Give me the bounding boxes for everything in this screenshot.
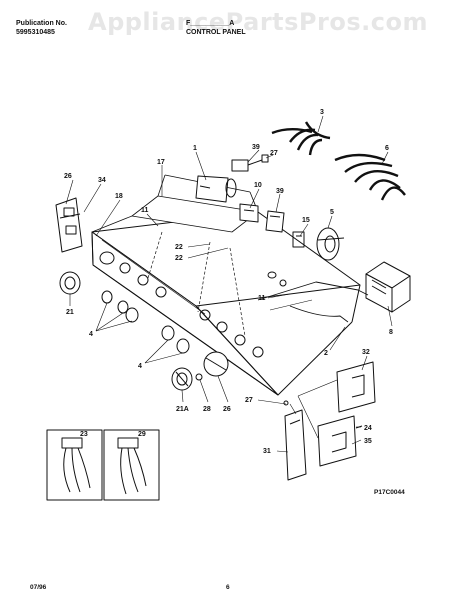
- bracket-31: [284, 409, 307, 481]
- detail-box-23: [46, 429, 103, 501]
- part-28: [195, 373, 203, 381]
- wire-harness-3: [271, 121, 331, 156]
- callout-22-b: 22: [175, 255, 183, 262]
- callout-28: 28: [203, 406, 211, 413]
- panel-openings: [99, 251, 287, 358]
- callout-11-upper: 11: [141, 207, 149, 214]
- callout-labels: 3 39 27 1 17 10 39 34 18 15 5 11 22 22 6…: [64, 109, 393, 455]
- callout-3: 3: [320, 109, 324, 116]
- callout-21A: 21A: [176, 406, 189, 413]
- callout-39-lower: 39: [276, 188, 284, 195]
- wire-harness-6: [334, 153, 406, 201]
- section-title: CONTROL PANEL: [186, 29, 246, 36]
- leader-lines: [65, 115, 393, 453]
- callout-22-a: 22: [175, 244, 183, 251]
- callout-29: 29: [138, 431, 146, 438]
- detail-box-29: [103, 429, 160, 501]
- callout-34: 34: [98, 177, 106, 184]
- wire-2: [257, 281, 369, 301]
- switch-39-upper: [231, 154, 269, 172]
- knob-21A: [171, 367, 193, 391]
- callout-5: 5: [330, 209, 334, 216]
- callout-4-lower: 4: [138, 363, 142, 370]
- callout-6: 6: [385, 145, 389, 152]
- switch-39-lower: [265, 210, 285, 233]
- selector-5: [316, 227, 345, 261]
- callout-2: 2: [324, 350, 328, 357]
- callout-27-upper: 27: [270, 150, 278, 157]
- watermark: AppliancePartsPros.com: [88, 8, 428, 36]
- knobs-4-upper: [101, 290, 139, 323]
- callout-15: 15: [302, 217, 310, 224]
- figure-code: P17C0044: [374, 489, 405, 496]
- module-8: [365, 261, 411, 313]
- callout-11-lower: 11: [258, 295, 266, 302]
- knob-21: [59, 271, 81, 295]
- disc-26: [203, 351, 229, 377]
- pointer-lines: [289, 379, 338, 439]
- callout-10: 10: [254, 182, 262, 189]
- callout-4-upper: 4: [89, 331, 93, 338]
- callout-23: 23: [80, 431, 88, 438]
- callout-26-left: 26: [64, 173, 72, 180]
- callout-1: 1: [193, 145, 197, 152]
- timer-1: [195, 175, 237, 203]
- part-15: [292, 231, 305, 248]
- callout-18: 18: [115, 193, 123, 200]
- callout-21: 21: [66, 309, 74, 316]
- callout-39-upper: 39: [252, 144, 260, 151]
- callout-32: 32: [362, 349, 370, 356]
- publication-label: Publication No.: [16, 20, 67, 27]
- inset-35: [317, 415, 363, 467]
- publication-number: 5995310485: [16, 29, 55, 36]
- callout-26: 26: [223, 406, 231, 413]
- bracket-26: [55, 197, 83, 253]
- callout-8: 8: [389, 329, 393, 336]
- switch-10: [239, 203, 259, 223]
- callout-35: 35: [364, 438, 372, 445]
- callout-17: 17: [157, 159, 165, 166]
- footer-date: 07/96: [30, 584, 47, 591]
- model-number: F__________A: [186, 20, 235, 27]
- control-console-body: [91, 174, 361, 396]
- inset-32: [336, 361, 376, 413]
- callout-31: 31: [263, 448, 271, 455]
- callout-27-lower: 27: [245, 397, 253, 404]
- page-number: 6: [226, 584, 230, 591]
- callout-24: 24: [364, 425, 372, 432]
